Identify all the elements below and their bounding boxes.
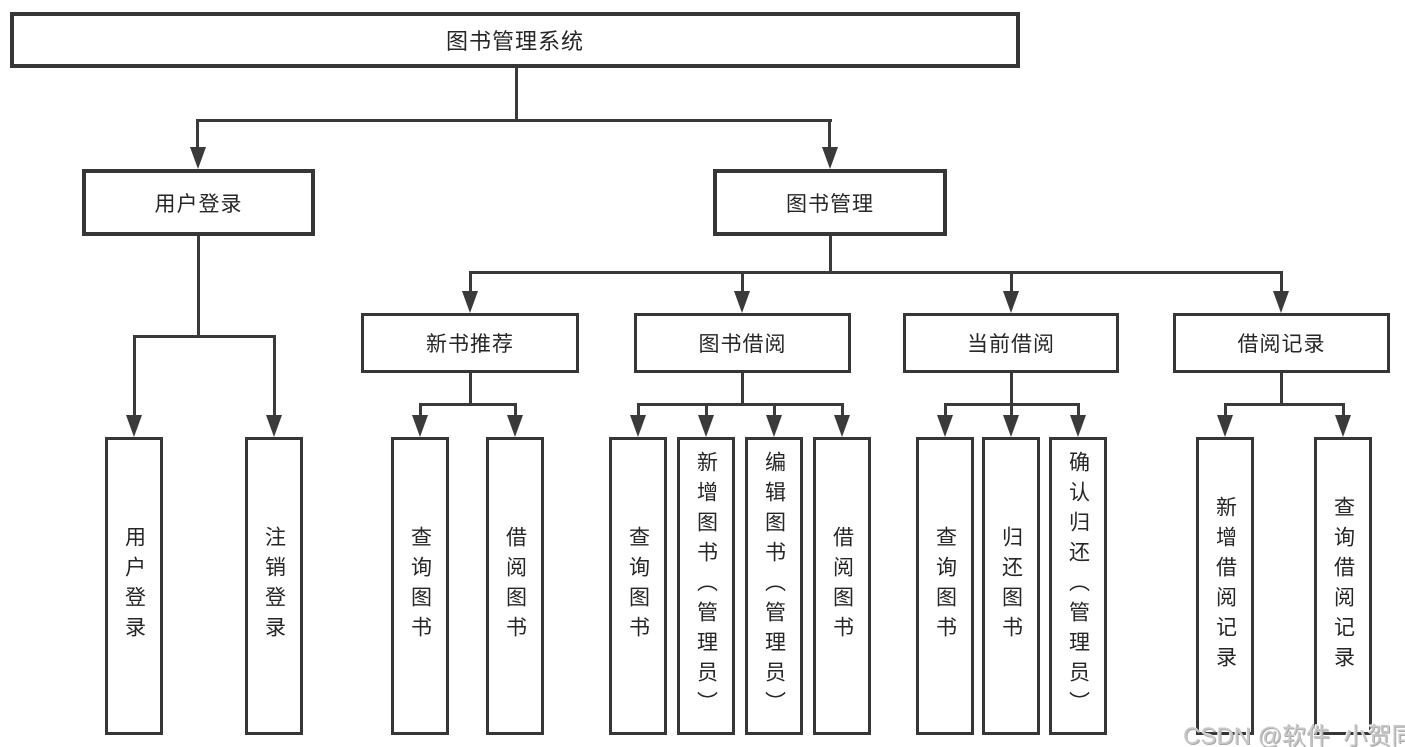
node-label: 借阅记录 [1237,333,1326,356]
connector-vline [828,119,831,150]
leaf-label: 查询借阅记录 [1331,496,1355,676]
connector-vline [469,271,472,293]
arrow-down-icon [1003,415,1019,437]
arrow-down-icon [1273,291,1289,313]
arrow-down-icon [266,415,282,437]
leaf-query-books-recommend: 查询图书 [391,437,449,735]
node-current-borrowing: 当前借阅 [903,313,1119,373]
arrow-down-icon [1003,291,1019,313]
connector-hline [637,403,844,406]
connector-vline [1010,373,1013,406]
node-label: 图书管理系统 [445,29,584,54]
connector-vline [1010,403,1013,417]
connector-vline [1224,403,1227,417]
arrow-down-icon [507,415,523,437]
connector-vline [741,271,744,293]
arrow-down-icon [766,415,782,437]
leaf-query-books-current: 查询图书 [916,437,974,735]
leaf-confirm-return-admin: 确认归还（管理员） [1049,437,1107,735]
leaf-label: 归还图书 [999,526,1023,646]
arrow-down-icon [698,415,714,437]
connector-vline [515,68,518,122]
arrow-down-icon [834,415,850,437]
node-label: 图书管理 [786,192,874,216]
node-borrowing-records: 借阅记录 [1173,313,1390,373]
node-label: 图书借阅 [698,333,787,356]
connector-vline [705,403,708,417]
node-book-management: 图书管理 [713,169,947,236]
leaf-label: 查询图书 [626,526,650,646]
leaf-label: 查询图书 [408,526,432,646]
node-label: 新书推荐 [426,333,514,356]
leaf-add-borrow-record: 新增借阅记录 [1196,437,1254,735]
arrow-down-icon [630,415,646,437]
connector-hline [419,403,517,406]
leaf-label: 借阅图书 [830,526,854,646]
connector-vline [1077,403,1080,417]
connector-vline [469,373,472,406]
connector-hline [196,119,832,122]
node-library-management-system: 图书管理系统 [10,12,1020,68]
leaf-user-login: 用户登录 [105,437,163,735]
connector-vline [1010,271,1013,293]
connector-hline [469,271,1283,274]
arrow-down-icon [462,291,478,313]
connector-vline [829,236,832,274]
arrow-down-icon [190,147,206,169]
arrow-down-icon [1217,415,1233,437]
arrow-down-icon [412,415,428,437]
leaf-label: 新增借阅记录 [1213,496,1237,676]
node-label: 用户登录 [154,192,243,216]
node-label: 当前借阅 [967,333,1055,356]
node-new-book-recommendation: 新书推荐 [361,313,579,373]
leaf-logout: 注销登录 [245,437,303,735]
leaf-label: 注销登录 [262,526,286,646]
connector-vline [514,403,517,417]
connector-vline [133,335,136,417]
connector-vline [1280,373,1283,406]
leaf-return-books: 归还图书 [982,437,1040,735]
leaf-label: 新增图书（管理员） [694,451,718,721]
connector-hline [1224,403,1345,406]
connector-hline [133,335,276,338]
leaf-query-borrow-record: 查询借阅记录 [1314,437,1372,735]
connector-vline [196,119,199,150]
arrow-down-icon [734,291,750,313]
connector-vline [944,403,947,417]
leaf-query-books-borrow: 查询图书 [609,437,667,735]
leaf-label: 用户登录 [122,526,146,646]
leaf-label: 查询图书 [933,526,957,646]
csdn-watermark: CSDN @软件_小贺同学 [1183,723,1405,747]
arrow-down-icon [937,415,953,437]
connector-vline [841,403,844,417]
connector-vline [1280,271,1283,293]
connector-vline [741,373,744,406]
leaf-edit-books-admin: 编辑图书（管理员） [745,437,803,735]
connector-vline [273,335,276,417]
node-book-borrowing: 图书借阅 [634,313,851,373]
leaf-label: 借阅图书 [503,526,527,646]
connector-vline [419,403,422,417]
leaf-borrow-books: 借阅图书 [813,437,871,735]
leaf-borrow-books-recommend: 借阅图书 [486,437,544,735]
arrow-down-icon [822,147,838,169]
arrow-down-icon [1335,415,1351,437]
leaf-label: 确认归还（管理员） [1066,451,1090,721]
leaf-add-books-admin: 新增图书（管理员） [677,437,735,735]
node-user-login: 用户登录 [82,169,315,236]
connector-vline [1342,403,1345,417]
connector-vline [773,403,776,417]
leaf-label: 编辑图书（管理员） [762,451,786,721]
arrow-down-icon [126,415,142,437]
connector-vline [637,403,640,417]
connector-vline [197,236,200,338]
arrow-down-icon [1070,415,1086,437]
